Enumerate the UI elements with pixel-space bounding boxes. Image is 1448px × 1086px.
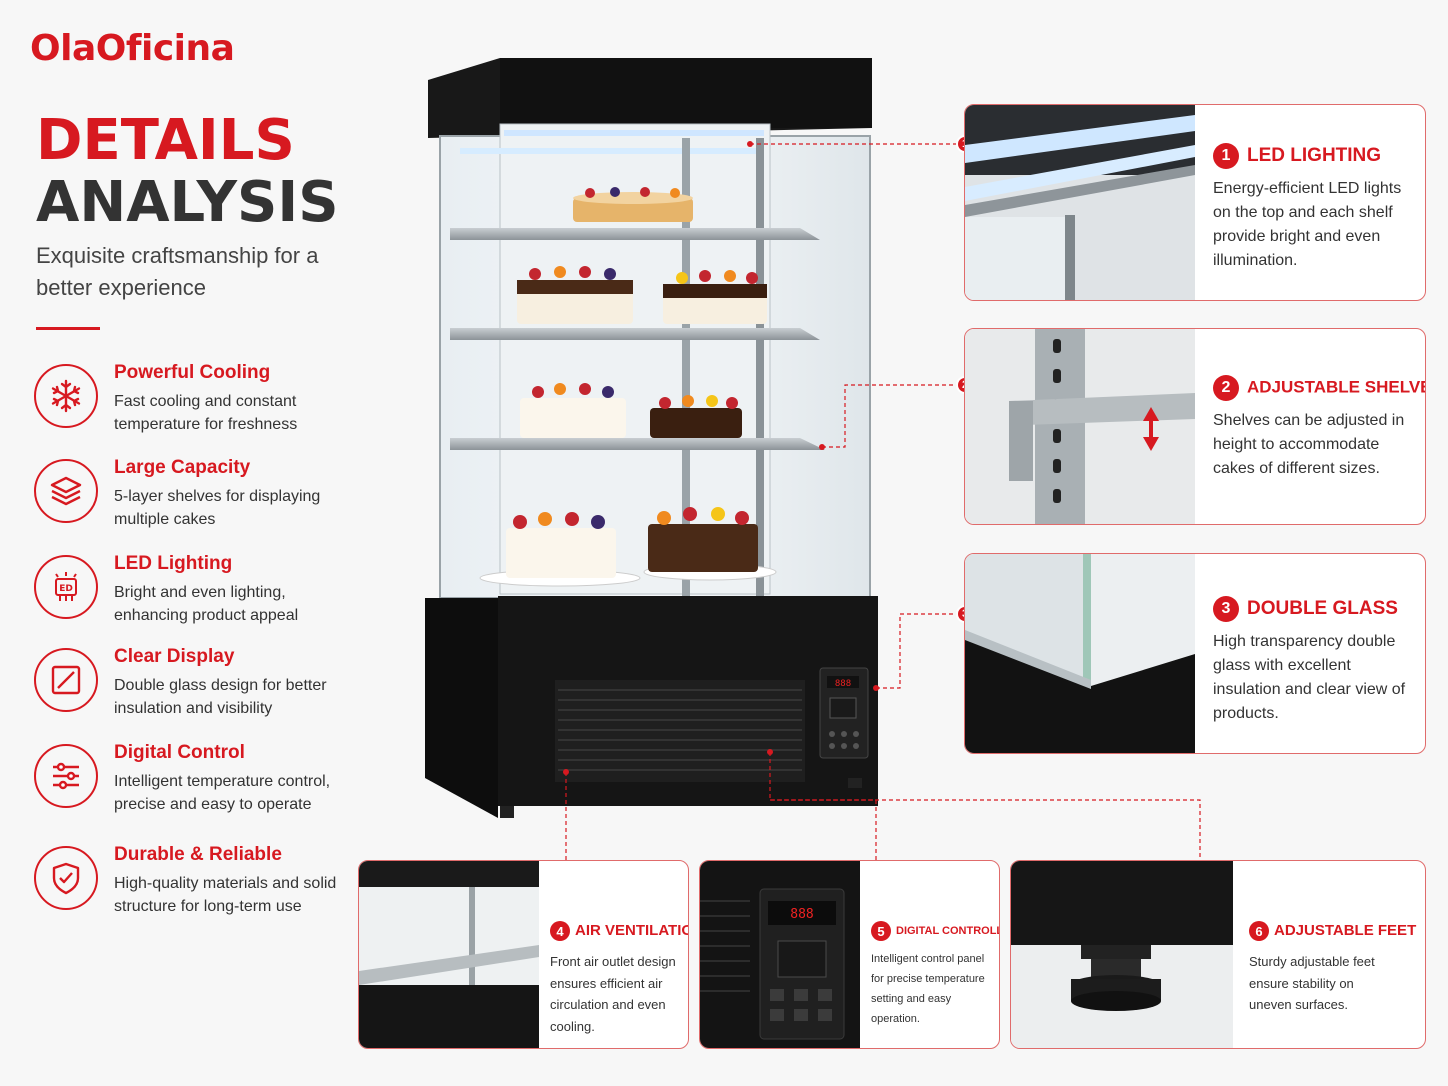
feature-large-capacity: Large Capacity 5-layer shelves for displ… xyxy=(34,457,354,539)
callout-number: 5 xyxy=(871,921,891,941)
divider xyxy=(36,327,100,330)
heading-analysis: ANALYSIS xyxy=(36,170,339,235)
feature-desc: Fast cooling and constant temperature fo… xyxy=(114,393,298,433)
controller-display: 888 xyxy=(835,679,851,689)
controller-closeup-photo: 888 xyxy=(700,861,860,1048)
glass-icon xyxy=(34,648,98,712)
callout-desc: Sturdy adjustable feet ensure stability … xyxy=(1249,954,1375,1012)
callout-desc: Shelves can be adjusted in height to acc… xyxy=(1213,412,1405,477)
feature-desc: Intelligent temperature control, precise… xyxy=(114,773,331,813)
brand-logo: OlaOficina xyxy=(30,28,235,69)
snowflake-icon xyxy=(34,364,98,428)
callout-number: 1 xyxy=(1213,143,1239,169)
controller-display: 888 xyxy=(790,907,813,922)
callout-number: 6 xyxy=(1249,921,1269,941)
glass-corner-photo xyxy=(965,554,1195,753)
feet-closeup-photo xyxy=(1011,861,1233,1048)
feature-desc: High-quality materials and solid structu… xyxy=(114,875,337,915)
shield-check-icon xyxy=(34,846,98,910)
feature-title: Digital Control xyxy=(114,742,245,763)
sliders-icon xyxy=(34,744,98,808)
callout-desc: Energy-efficient LED lights on the top a… xyxy=(1213,180,1402,269)
led-icon: ED xyxy=(34,555,98,619)
feature-digital-control: Digital Control Intelligent temperature … xyxy=(34,742,354,824)
shelf-bracket-photo xyxy=(965,329,1195,524)
callout-desc: Intelligent control panel for precise te… xyxy=(871,953,985,1025)
callout-number: 4 xyxy=(550,921,570,941)
feature-title: LED Lighting xyxy=(114,553,233,574)
feature-desc: 5-layer shelves for displaying multiple … xyxy=(114,488,321,528)
feature-title: Powerful Cooling xyxy=(114,362,271,383)
feature-durable-reliable: Durable & Reliable High-quality material… xyxy=(34,844,354,926)
feature-desc: Bright and even lighting, enhancing prod… xyxy=(114,584,299,624)
feature-desc: Double glass design for better insulatio… xyxy=(114,677,327,717)
callout-desc: High transparency double glass with exce… xyxy=(1213,633,1406,722)
feature-title: Clear Display xyxy=(114,646,235,667)
feature-title: Large Capacity xyxy=(114,457,251,478)
feature-title: Durable & Reliable xyxy=(114,844,282,865)
feature-powerful-cooling: Powerful Cooling Fast cooling and consta… xyxy=(34,362,354,444)
subtitle: Exquisite craftsmanship for a better exp… xyxy=(36,243,319,300)
svg-text:ED: ED xyxy=(59,584,73,594)
vent-closeup-photo xyxy=(359,861,539,1048)
callout-number: 3 xyxy=(1213,596,1239,622)
led-closeup-photo xyxy=(965,105,1195,300)
callout-desc: Front air outlet design ensures efficien… xyxy=(550,954,676,1034)
callout-number: 2 xyxy=(1213,375,1239,401)
feature-clear-display: Clear Display Double glass design for be… xyxy=(34,646,354,728)
feature-led-lighting: ED LED Lighting Bright and even lighting… xyxy=(34,553,354,635)
layers-icon xyxy=(34,459,98,523)
heading-details: DETAILS xyxy=(36,108,295,173)
display-fridge-image: 888 xyxy=(425,58,878,818)
